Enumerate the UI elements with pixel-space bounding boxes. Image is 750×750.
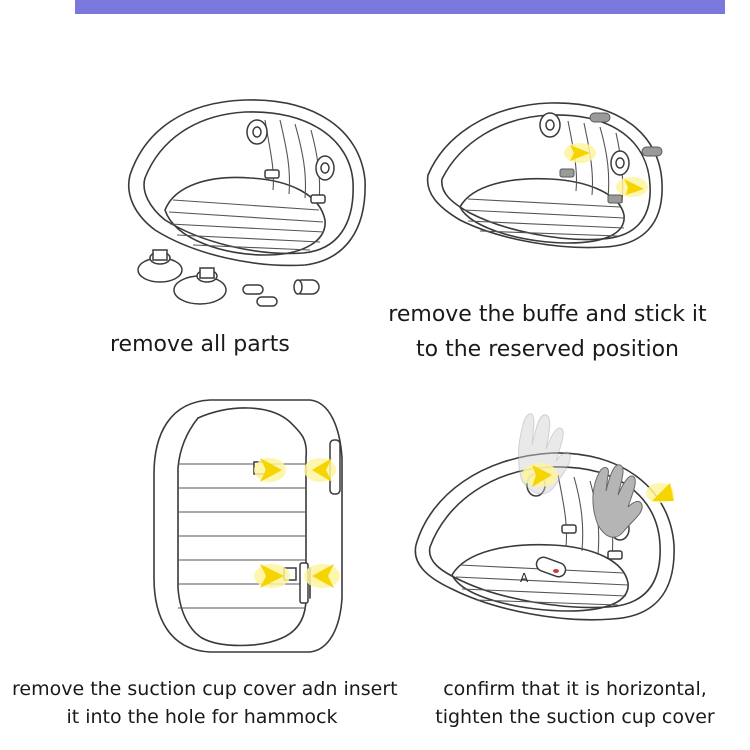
yellow-arrows: [522, 463, 674, 503]
step-3-illustration: [150, 398, 360, 656]
step-2-caption-line-1: remove the buffe and stick it: [388, 302, 707, 327]
yellow-arrows: [564, 143, 648, 197]
step-4-caption-line-1: confirm that it is horizontal,: [443, 678, 707, 700]
hammock-tray-outline: [426, 102, 663, 249]
header-accent-bar: [75, 0, 725, 14]
suction-cups: [299, 439, 341, 604]
hand-right: [592, 464, 643, 538]
step-4-caption-line-2: tighten the suction cup cover: [435, 706, 715, 728]
hammock-tray-top-view: [153, 399, 343, 653]
step-2-illustration: [420, 95, 680, 275]
step-3-caption-line-1: remove the suction cup cover adn insert: [12, 678, 398, 700]
step-1-caption: remove all parts: [110, 332, 290, 357]
step-3-caption-line-2: it into the hole for hammock: [66, 706, 338, 728]
buffer-pads: [589, 112, 663, 157]
yellow-arrows: [254, 458, 340, 588]
part-a-label: A: [520, 571, 529, 585]
loose-parts: [137, 249, 320, 307]
hammock-tray-outline: [128, 99, 366, 267]
step-4-illustration: A: [412, 405, 702, 650]
step-2-caption-line-2: to the reserved position: [416, 337, 679, 362]
step-1-illustration: [115, 90, 375, 320]
